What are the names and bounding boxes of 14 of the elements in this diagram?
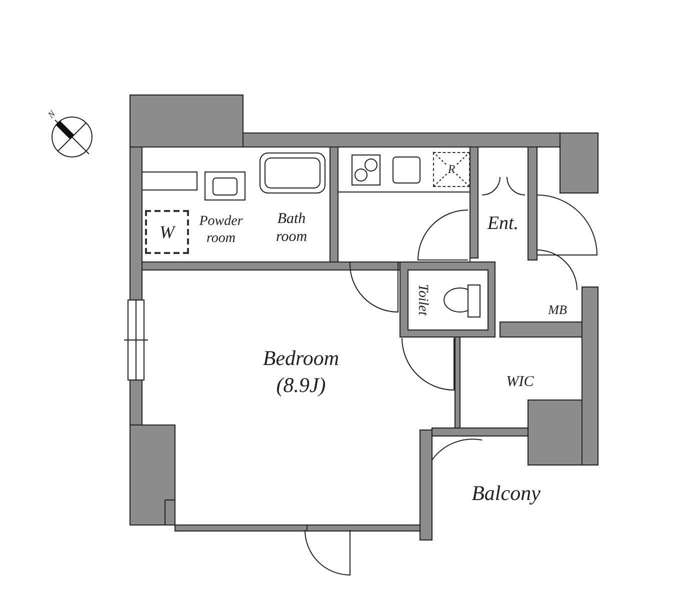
- appliance-space: [145, 210, 189, 254]
- room-label: Balcony: [472, 480, 540, 508]
- room-label: Bath room: [274, 210, 308, 246]
- room-label: (8.9J): [276, 372, 326, 399]
- room-label: Bedroom: [262, 345, 340, 372]
- room-label: Ent.: [487, 212, 519, 236]
- north-label: N: [45, 108, 58, 122]
- room-label: MB: [548, 300, 567, 319]
- room-label: W: [160, 220, 174, 244]
- room-label: WIC: [506, 373, 534, 392]
- room-label: R: [448, 163, 456, 176]
- appliance-space: [433, 152, 470, 187]
- room-label: Toilet: [414, 284, 431, 316]
- room-label: Powder room: [198, 212, 244, 246]
